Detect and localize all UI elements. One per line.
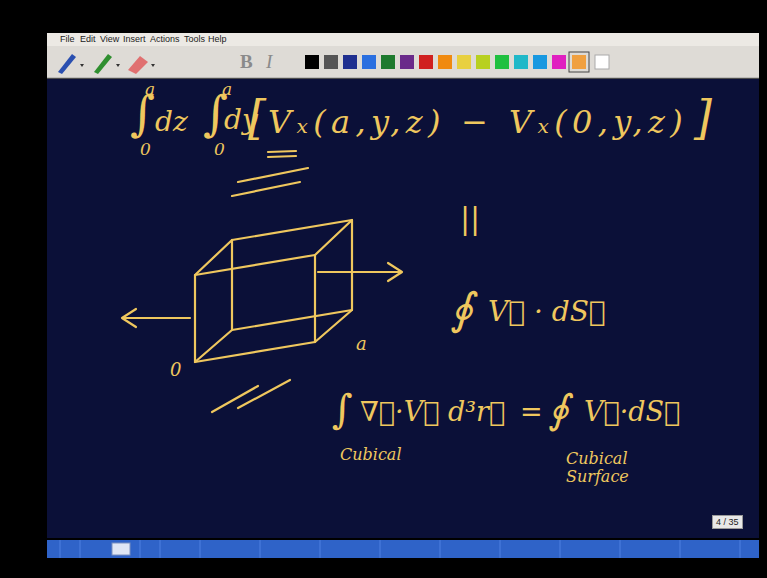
equals-sign: = (520, 396, 543, 427)
menu-item: Tools (184, 34, 205, 44)
page-indicator: 4 / 35 (712, 515, 743, 529)
cube-sketch (122, 151, 402, 412)
menu-item: Help (208, 34, 227, 44)
menu-item: Edit (80, 34, 96, 44)
menu-item: Actions (150, 34, 180, 44)
menu-bar (47, 33, 759, 46)
pen-tools (58, 54, 155, 74)
menu-item: File (60, 34, 75, 44)
integral-sign: ∫ (332, 386, 353, 432)
surface-integral-sign: ∮ (450, 284, 473, 335)
limit: 0 (140, 140, 151, 160)
bold-button: B (240, 51, 253, 73)
corner-label: a (356, 334, 367, 355)
equality-mark: || (460, 202, 480, 237)
canvas (47, 79, 759, 538)
domain-note: Cubical Surface (566, 450, 640, 487)
bracket: [ (248, 92, 266, 145)
domain-note: Cubical (340, 446, 402, 464)
color-swatches (305, 52, 609, 72)
status-strip (47, 540, 759, 558)
bracket: ] (694, 92, 712, 145)
integrand: Vₓ(a,y,z) − Vₓ(0,y,z) (268, 104, 688, 141)
differential: dz (155, 106, 188, 138)
surface-integrand: V⃗ · dS⃗ (488, 296, 606, 328)
menu-item: View (100, 34, 119, 44)
limit: 0 (214, 140, 225, 160)
volume-integrand: ∇⃗·V⃗ d³r⃗ (360, 396, 505, 427)
surface-integral-sign: ∮ (548, 386, 569, 432)
integral-sign: ∫ (130, 86, 155, 141)
italic-button: I (266, 51, 272, 73)
toolbar (47, 46, 759, 78)
corner-label: 0 (170, 360, 181, 381)
surface-integrand: V⃗·dS⃗ (584, 396, 680, 427)
menu-item: Insert (123, 34, 146, 44)
